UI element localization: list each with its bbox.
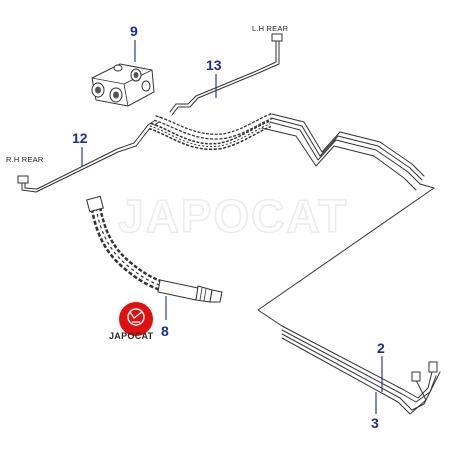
- japocat-logo: JAPOCAT: [109, 302, 154, 341]
- label-right-rear: R.H REAR: [6, 155, 44, 164]
- callout-12[interactable]: 12: [72, 130, 88, 146]
- brake-hose-part[interactable]: [86, 195, 223, 303]
- logo-circle-icon: [119, 302, 153, 336]
- logo-text: JAPOCAT: [109, 331, 154, 341]
- callout-3[interactable]: 3: [371, 415, 379, 431]
- brake-valve-part[interactable]: [91, 63, 155, 107]
- break-link-line: [257, 187, 435, 327]
- callout-2[interactable]: 2: [377, 340, 385, 356]
- brake-pipe-left-rear-part[interactable]: [169, 33, 283, 116]
- callout-13[interactable]: 13: [206, 57, 222, 73]
- label-left-rear: L.H REAR: [252, 24, 289, 33]
- callout-9[interactable]: 9: [130, 23, 138, 39]
- callout-8[interactable]: 8: [161, 323, 169, 339]
- main-pipe-bundle[interactable]: [148, 113, 435, 191]
- watermark-text: JAPOCAT: [118, 190, 348, 242]
- front-pipe-bundle[interactable]: [281, 325, 441, 415]
